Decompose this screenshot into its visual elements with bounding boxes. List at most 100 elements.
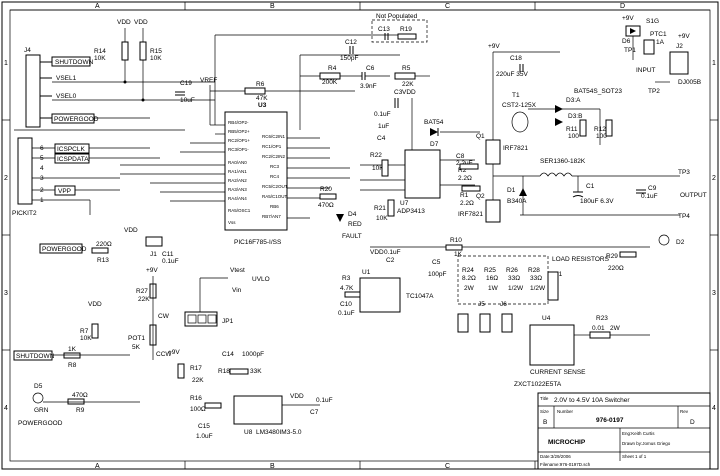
svg-text:RC2/C2IN2: RC2/C2IN2	[262, 154, 286, 159]
svg-text:R29: R29	[606, 253, 618, 260]
svg-text:22K: 22K	[138, 296, 150, 303]
svg-text:R28: R28	[528, 267, 540, 274]
svg-text:RC6/C2IN1: RC6/C2IN1	[262, 134, 286, 139]
svg-text:SER1360-182K: SER1360-182K	[540, 158, 586, 165]
svg-text:SHUTDOWN: SHUTDOWN	[16, 353, 55, 360]
svg-text:RA3/AN3: RA3/AN3	[228, 187, 247, 192]
svg-text:R7: R7	[80, 328, 89, 335]
svg-text:TP4: TP4	[678, 213, 690, 220]
svg-text:OUTPUT: OUTPUT	[680, 192, 707, 199]
svg-text:TP1: TP1	[624, 47, 636, 54]
svg-text:RC3: RC3	[270, 164, 279, 169]
svg-text:100: 100	[568, 133, 579, 140]
svg-text:8.2Ω: 8.2Ω	[462, 275, 476, 282]
svg-text:RA1/AN1: RA1/AN1	[228, 169, 247, 174]
svg-text:LOAD RESISTORS: LOAD RESISTORS	[552, 256, 610, 263]
svg-text:0.1uF: 0.1uF	[162, 258, 179, 265]
svg-text:0.1uF: 0.1uF	[374, 111, 391, 118]
svg-text:1.0uF: 1.0uF	[196, 433, 213, 440]
svg-text:POWERGOOD: POWERGOOD	[54, 116, 99, 123]
svg-text:2W: 2W	[464, 285, 475, 292]
u3-pic16f785: U3 RB4/OP2- RB5/OP2+ RC2/OP1+ RC3/OP1- R…	[120, 102, 350, 246]
zone-row-1-right: 1	[712, 60, 716, 67]
load-resistors: LOAD RESISTORS R24 8.2Ω 2W R25 16Ω 1W R2…	[457, 255, 610, 333]
svg-text:R11: R11	[566, 126, 578, 133]
r29-d2: R29 220Ω D2	[606, 234, 685, 272]
svg-text:C7: C7	[310, 409, 319, 416]
svg-text:150pF: 150pF	[340, 55, 358, 62]
svg-text:1: 1	[40, 197, 44, 204]
svg-text:RB7/AN7: RB7/AN7	[262, 214, 281, 219]
svg-text:CURRENT SENSE: CURRENT SENSE	[530, 369, 586, 376]
svg-text:INPUT: INPUT	[636, 67, 656, 74]
svg-text:R23: R23	[596, 315, 608, 322]
svg-text:470Ω: 470Ω	[72, 392, 88, 399]
svg-text:B: B	[543, 419, 547, 426]
input-section: +9V S1G D6 PTC1 1A +9V J2 TP1 INPUT DJ00…	[622, 15, 701, 95]
svg-text:R14: R14	[94, 48, 106, 55]
svg-text:VSEL0: VSEL0	[56, 93, 77, 100]
svg-text:C14: C14	[222, 351, 234, 358]
svg-text:ADP3413: ADP3413	[397, 208, 425, 215]
svg-text:C12: C12	[345, 39, 357, 46]
svg-text:D4: D4	[348, 211, 357, 218]
svg-text:220uF 35V: 220uF 35V	[496, 71, 528, 78]
svg-text:R12: R12	[594, 126, 606, 133]
svg-text:D3:B: D3:B	[568, 113, 582, 120]
j4-connector: J4 SHUTDOWN VSEL1 VSEL0 POWERGOOD	[24, 47, 215, 128]
svg-text:S1G: S1G	[646, 18, 659, 25]
svg-text:Eng:Keith Curtis: Eng:Keith Curtis	[622, 431, 655, 436]
svg-text:RC5/C2OUT: RC5/C2OUT	[262, 184, 288, 189]
svg-text:1K: 1K	[68, 346, 77, 353]
svg-text:100: 100	[596, 133, 607, 140]
svg-text:U1: U1	[362, 269, 371, 276]
svg-text:33K: 33K	[250, 368, 262, 375]
svg-text:VREF: VREF	[200, 77, 217, 84]
svg-text:C6: C6	[366, 65, 375, 72]
svg-text:C11: C11	[162, 251, 174, 258]
svg-text:0.01: 0.01	[592, 325, 605, 332]
svg-text:Filename:976-0197D.sch: Filename:976-0197D.sch	[540, 462, 591, 467]
svg-text:C19: C19	[180, 80, 192, 87]
c14-r17-r18: C14 1000pF +9V R17 22K R18 33K	[168, 349, 264, 384]
svg-text:VSEL1: VSEL1	[56, 75, 77, 82]
svg-text:4: 4	[40, 165, 44, 172]
svg-text:PTC1: PTC1	[650, 31, 667, 38]
zone-col-b-bottom: B	[270, 463, 275, 470]
svg-text:VDD: VDD	[124, 227, 138, 234]
svg-text:J6: J6	[500, 301, 507, 308]
svg-text:PICKIT2: PICKIT2	[12, 210, 37, 217]
u1-temp-sensor: VDD 0.1uF C2 R3 4.7K U1 TC1047A C10 0.1u…	[338, 249, 434, 317]
svg-text:RA4/AN4: RA4/AN4	[228, 196, 247, 201]
u8-regulator: R16 100Ω U8 LM3480IM3-5.0 C15 1.0uF VDD …	[190, 393, 333, 440]
powergood-led: D5 GRN POWERGOOD 470Ω R9	[18, 383, 140, 427]
svg-text:R15: R15	[150, 48, 162, 55]
svg-text:RB4/OP2-: RB4/OP2-	[228, 120, 249, 125]
svg-text:J4: J4	[24, 47, 31, 54]
svg-text:RED: RED	[348, 221, 362, 228]
svg-text:T1: T1	[512, 92, 520, 99]
svg-text:0.1uF: 0.1uF	[316, 397, 333, 404]
svg-text:PIC16F785-I/SS: PIC16F785-I/SS	[234, 239, 282, 246]
r14-r15-pullups: VDD VDD R14 10K R15 10K	[94, 19, 162, 102]
svg-text:Vss: Vss	[228, 220, 236, 225]
svg-text:TC1047A: TC1047A	[406, 293, 434, 300]
svg-text:100pF: 100pF	[428, 271, 446, 278]
svg-text:RC1/OP1: RC1/OP1	[262, 144, 282, 149]
svg-text:ZXCT1022E5TA: ZXCT1022E5TA	[514, 381, 562, 388]
svg-text:R19: R19	[400, 26, 412, 33]
svg-text:1A: 1A	[656, 39, 665, 46]
svg-text:Q2: Q2	[476, 193, 485, 200]
svg-text:1uF: 1uF	[378, 123, 389, 130]
svg-text:R26: R26	[506, 267, 518, 274]
svg-text:C2: C2	[386, 257, 395, 264]
powergood-section: POWERGOOD 220Ω R13 VDD J1 C11 0.1uF	[39, 227, 179, 265]
svg-text:RC3/OP1-: RC3/OP1-	[228, 147, 249, 152]
svg-text:+9V: +9V	[168, 349, 180, 356]
svg-text:Number: Number	[557, 409, 574, 414]
svg-text:5K: 5K	[132, 344, 141, 351]
svg-text:R25: R25	[484, 267, 496, 274]
svg-text:VDD: VDD	[117, 19, 131, 26]
svg-text:VDD: VDD	[370, 249, 384, 256]
